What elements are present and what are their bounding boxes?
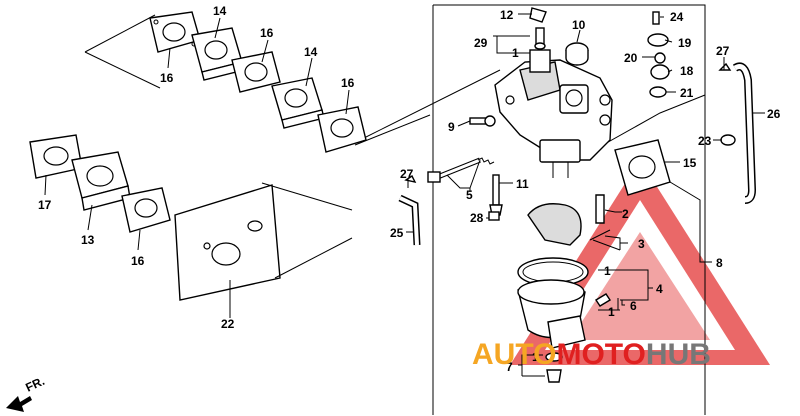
gasket-part bbox=[29, 134, 83, 179]
front-direction-label: FR. bbox=[23, 374, 46, 395]
spacer-part bbox=[191, 27, 245, 81]
callout-6: 6 bbox=[630, 299, 637, 313]
callout-23: 23 bbox=[698, 134, 712, 148]
gasket-part bbox=[317, 106, 367, 153]
spacer-part bbox=[71, 151, 131, 211]
spacer-part bbox=[271, 77, 325, 129]
callout-numbers: 12 10 24 29 1 19 20 18 21 27 26 9 23 15 … bbox=[38, 4, 781, 374]
callout-26: 26 bbox=[767, 107, 781, 121]
watermark-hub: HUB bbox=[646, 338, 711, 371]
callout-27: 27 bbox=[400, 167, 414, 181]
callout-25: 25 bbox=[390, 226, 404, 240]
intake-spacer-group bbox=[29, 11, 501, 318]
needle-parts bbox=[398, 157, 503, 246]
callout-3: 3 bbox=[638, 237, 645, 251]
assembly-frame bbox=[354, 4, 706, 415]
callout-leaders bbox=[406, 13, 765, 377]
callout-1: 1 bbox=[512, 46, 519, 60]
callout-10: 10 bbox=[572, 18, 586, 32]
callout-5: 5 bbox=[466, 188, 473, 202]
gasket-part bbox=[121, 187, 171, 233]
callout-16: 16 bbox=[160, 71, 174, 85]
small-parts-upper bbox=[469, 7, 757, 204]
svg-text:AUTOMOTOHUB: AUTOMOTOHUB bbox=[472, 338, 711, 371]
callout-24: 24 bbox=[670, 10, 684, 24]
watermark-text: AUTOMOTOHUB bbox=[472, 338, 711, 371]
callout-28: 28 bbox=[470, 211, 484, 225]
heat-shield-plate bbox=[174, 184, 281, 301]
callout-14: 14 bbox=[213, 4, 227, 18]
gasket-part bbox=[231, 51, 281, 93]
callout-2: 2 bbox=[622, 207, 629, 221]
callout-1: 1 bbox=[532, 350, 539, 364]
callout-29: 29 bbox=[474, 36, 488, 50]
gasket-part bbox=[149, 11, 201, 53]
callout-1: 1 bbox=[608, 305, 615, 319]
callout-27: 27 bbox=[716, 44, 730, 58]
callout-16: 16 bbox=[131, 254, 145, 268]
callout-16: 16 bbox=[260, 26, 274, 40]
watermark-auto: AUTO bbox=[472, 338, 556, 371]
callout-21: 21 bbox=[680, 86, 694, 100]
callout-17: 17 bbox=[38, 198, 52, 212]
callout-13: 13 bbox=[81, 233, 95, 247]
callout-16: 16 bbox=[341, 76, 355, 90]
callout-4: 4 bbox=[656, 282, 663, 296]
callout-22: 22 bbox=[221, 317, 235, 331]
watermark-moto: MOTO bbox=[556, 338, 645, 371]
float-chamber-parts bbox=[517, 194, 611, 383]
callout-8: 8 bbox=[716, 256, 723, 270]
front-direction-arrow bbox=[6, 396, 32, 412]
callout-18: 18 bbox=[680, 64, 694, 78]
callout-14: 14 bbox=[304, 45, 318, 59]
callout-7: 7 bbox=[506, 360, 513, 374]
callout-1: 1 bbox=[604, 264, 611, 278]
callout-11: 11 bbox=[516, 177, 529, 191]
callout-9: 9 bbox=[448, 120, 455, 134]
callout-12: 12 bbox=[500, 8, 514, 22]
callout-19: 19 bbox=[678, 36, 692, 50]
callout-15: 15 bbox=[683, 156, 697, 170]
callout-20: 20 bbox=[624, 51, 638, 65]
carburetor-body bbox=[494, 49, 613, 178]
